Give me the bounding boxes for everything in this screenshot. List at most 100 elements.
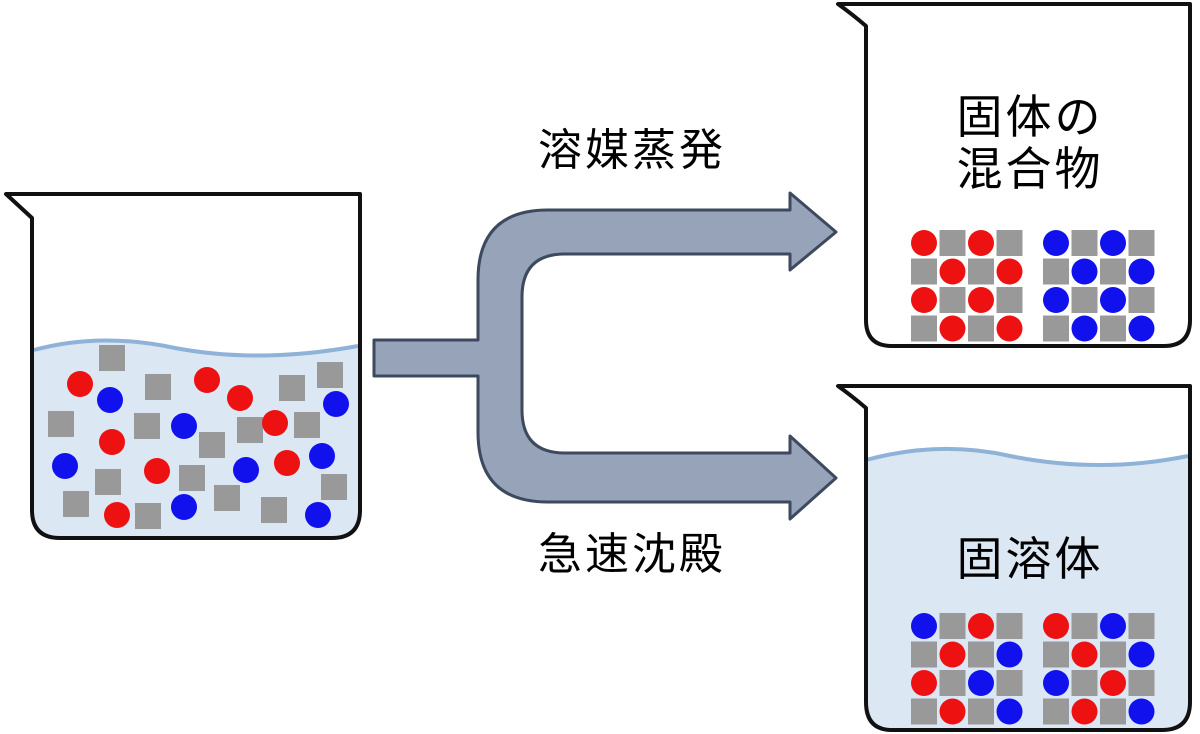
dispersed-particles	[48, 345, 349, 529]
red-particle	[227, 385, 253, 411]
solution-beaker-icon	[836, 384, 1192, 732]
blue-particle	[996, 698, 1023, 725]
gray-square-particle	[1128, 287, 1155, 313]
blue-particle	[996, 641, 1023, 668]
gray-square-particle	[294, 412, 320, 438]
gray-square-particle	[968, 698, 994, 725]
gray-square-particle	[968, 315, 994, 342]
gray-square-particle	[134, 413, 160, 439]
blue-particle	[911, 613, 937, 639]
gray-square-particle	[911, 698, 937, 725]
blue-particle	[309, 443, 335, 469]
blue-particle	[1100, 287, 1126, 313]
blue-particle	[97, 387, 123, 413]
red-particle	[104, 502, 130, 528]
red-particle	[67, 371, 93, 397]
source-beaker-icon	[4, 192, 362, 540]
blue-gray-grid	[1043, 230, 1155, 342]
red-particle	[99, 429, 125, 455]
red-particle	[1100, 670, 1126, 696]
precipitation-label: 急速沈殿	[538, 529, 726, 580]
gray-square-particle	[1100, 641, 1126, 668]
gray-square-particle	[968, 641, 994, 668]
gray-square-particle	[911, 641, 937, 668]
red-particle	[996, 315, 1023, 342]
gray-square-particle	[996, 670, 1023, 696]
mixed-grid-left	[911, 613, 1023, 725]
gray-square-particle	[939, 670, 966, 696]
red-particle	[274, 450, 300, 476]
blue-particle	[1043, 670, 1069, 696]
gray-square-particle	[1128, 670, 1155, 696]
gray-square-particle	[317, 362, 343, 388]
blue-particle	[1100, 230, 1126, 256]
red-particle	[939, 258, 966, 285]
red-particle	[911, 287, 937, 313]
red-particle	[144, 458, 170, 484]
gray-square-particle	[1100, 258, 1126, 285]
source-beaker-outline	[4, 192, 362, 540]
gray-square-particle	[1071, 670, 1098, 696]
blue-particle	[323, 391, 349, 417]
gray-square-particle	[939, 287, 966, 313]
blue-particle	[233, 457, 259, 483]
blue-particle	[1128, 641, 1155, 668]
gray-square-particle	[996, 230, 1023, 256]
gray-square-particle	[1043, 315, 1069, 342]
red-particle	[939, 698, 966, 725]
gray-square-particle	[99, 345, 125, 371]
red-particle	[194, 367, 220, 393]
gray-square-particle	[1043, 641, 1069, 668]
gray-square-particle	[939, 230, 966, 256]
blue-particle	[1043, 230, 1069, 256]
branch-arrow-shape	[372, 191, 838, 521]
blue-particle	[1128, 258, 1155, 285]
gray-square-particle	[1043, 698, 1069, 725]
gray-square-particle	[1071, 613, 1098, 639]
blue-particle	[968, 670, 994, 696]
gray-square-particle	[135, 503, 161, 529]
solution-beaker-outline	[836, 384, 1192, 732]
evaporation-label: 溶媒蒸発	[538, 125, 726, 176]
solution-liquid-surface	[865, 446, 1189, 467]
solid-solution-label: 固溶体	[956, 532, 1104, 586]
red-particle	[262, 410, 288, 436]
gray-square-particle	[996, 613, 1023, 639]
gray-square-particle	[1100, 698, 1126, 725]
blue-particle	[1043, 287, 1069, 313]
blue-particle	[1100, 613, 1126, 639]
blue-particle	[305, 502, 331, 528]
mixture-beaker-icon	[836, 2, 1192, 348]
red-particle	[911, 230, 937, 256]
solid-mixture-label: 固体の 混合物	[956, 90, 1104, 196]
blue-particle	[171, 413, 197, 439]
blue-particle	[52, 453, 78, 479]
gray-square-particle	[48, 411, 74, 437]
red-particle	[968, 287, 994, 313]
gray-square-particle	[911, 258, 937, 285]
gray-square-particle	[237, 417, 263, 443]
gray-square-particle	[1071, 287, 1098, 313]
blue-particle	[1128, 315, 1155, 342]
gray-square-particle	[279, 375, 305, 401]
gray-square-particle	[199, 432, 225, 458]
gray-square-particle	[1128, 230, 1155, 256]
red-particle	[968, 613, 994, 639]
gray-square-particle	[145, 374, 171, 400]
red-particle	[911, 670, 937, 696]
gray-square-particle	[968, 258, 994, 285]
blue-particle	[1128, 698, 1155, 725]
red-particle	[939, 641, 966, 668]
gray-square-particle	[996, 287, 1023, 313]
blue-particle	[1071, 315, 1098, 342]
gray-square-particle	[214, 485, 240, 511]
blue-particle	[171, 494, 197, 520]
red-gray-grid	[911, 230, 1023, 342]
gray-square-particle	[1128, 613, 1155, 639]
gray-square-particle	[321, 474, 347, 500]
gray-square-particle	[939, 613, 966, 639]
red-particle	[1043, 613, 1069, 639]
gray-square-particle	[911, 315, 937, 342]
gray-square-particle	[179, 465, 205, 491]
red-particle	[939, 315, 966, 342]
